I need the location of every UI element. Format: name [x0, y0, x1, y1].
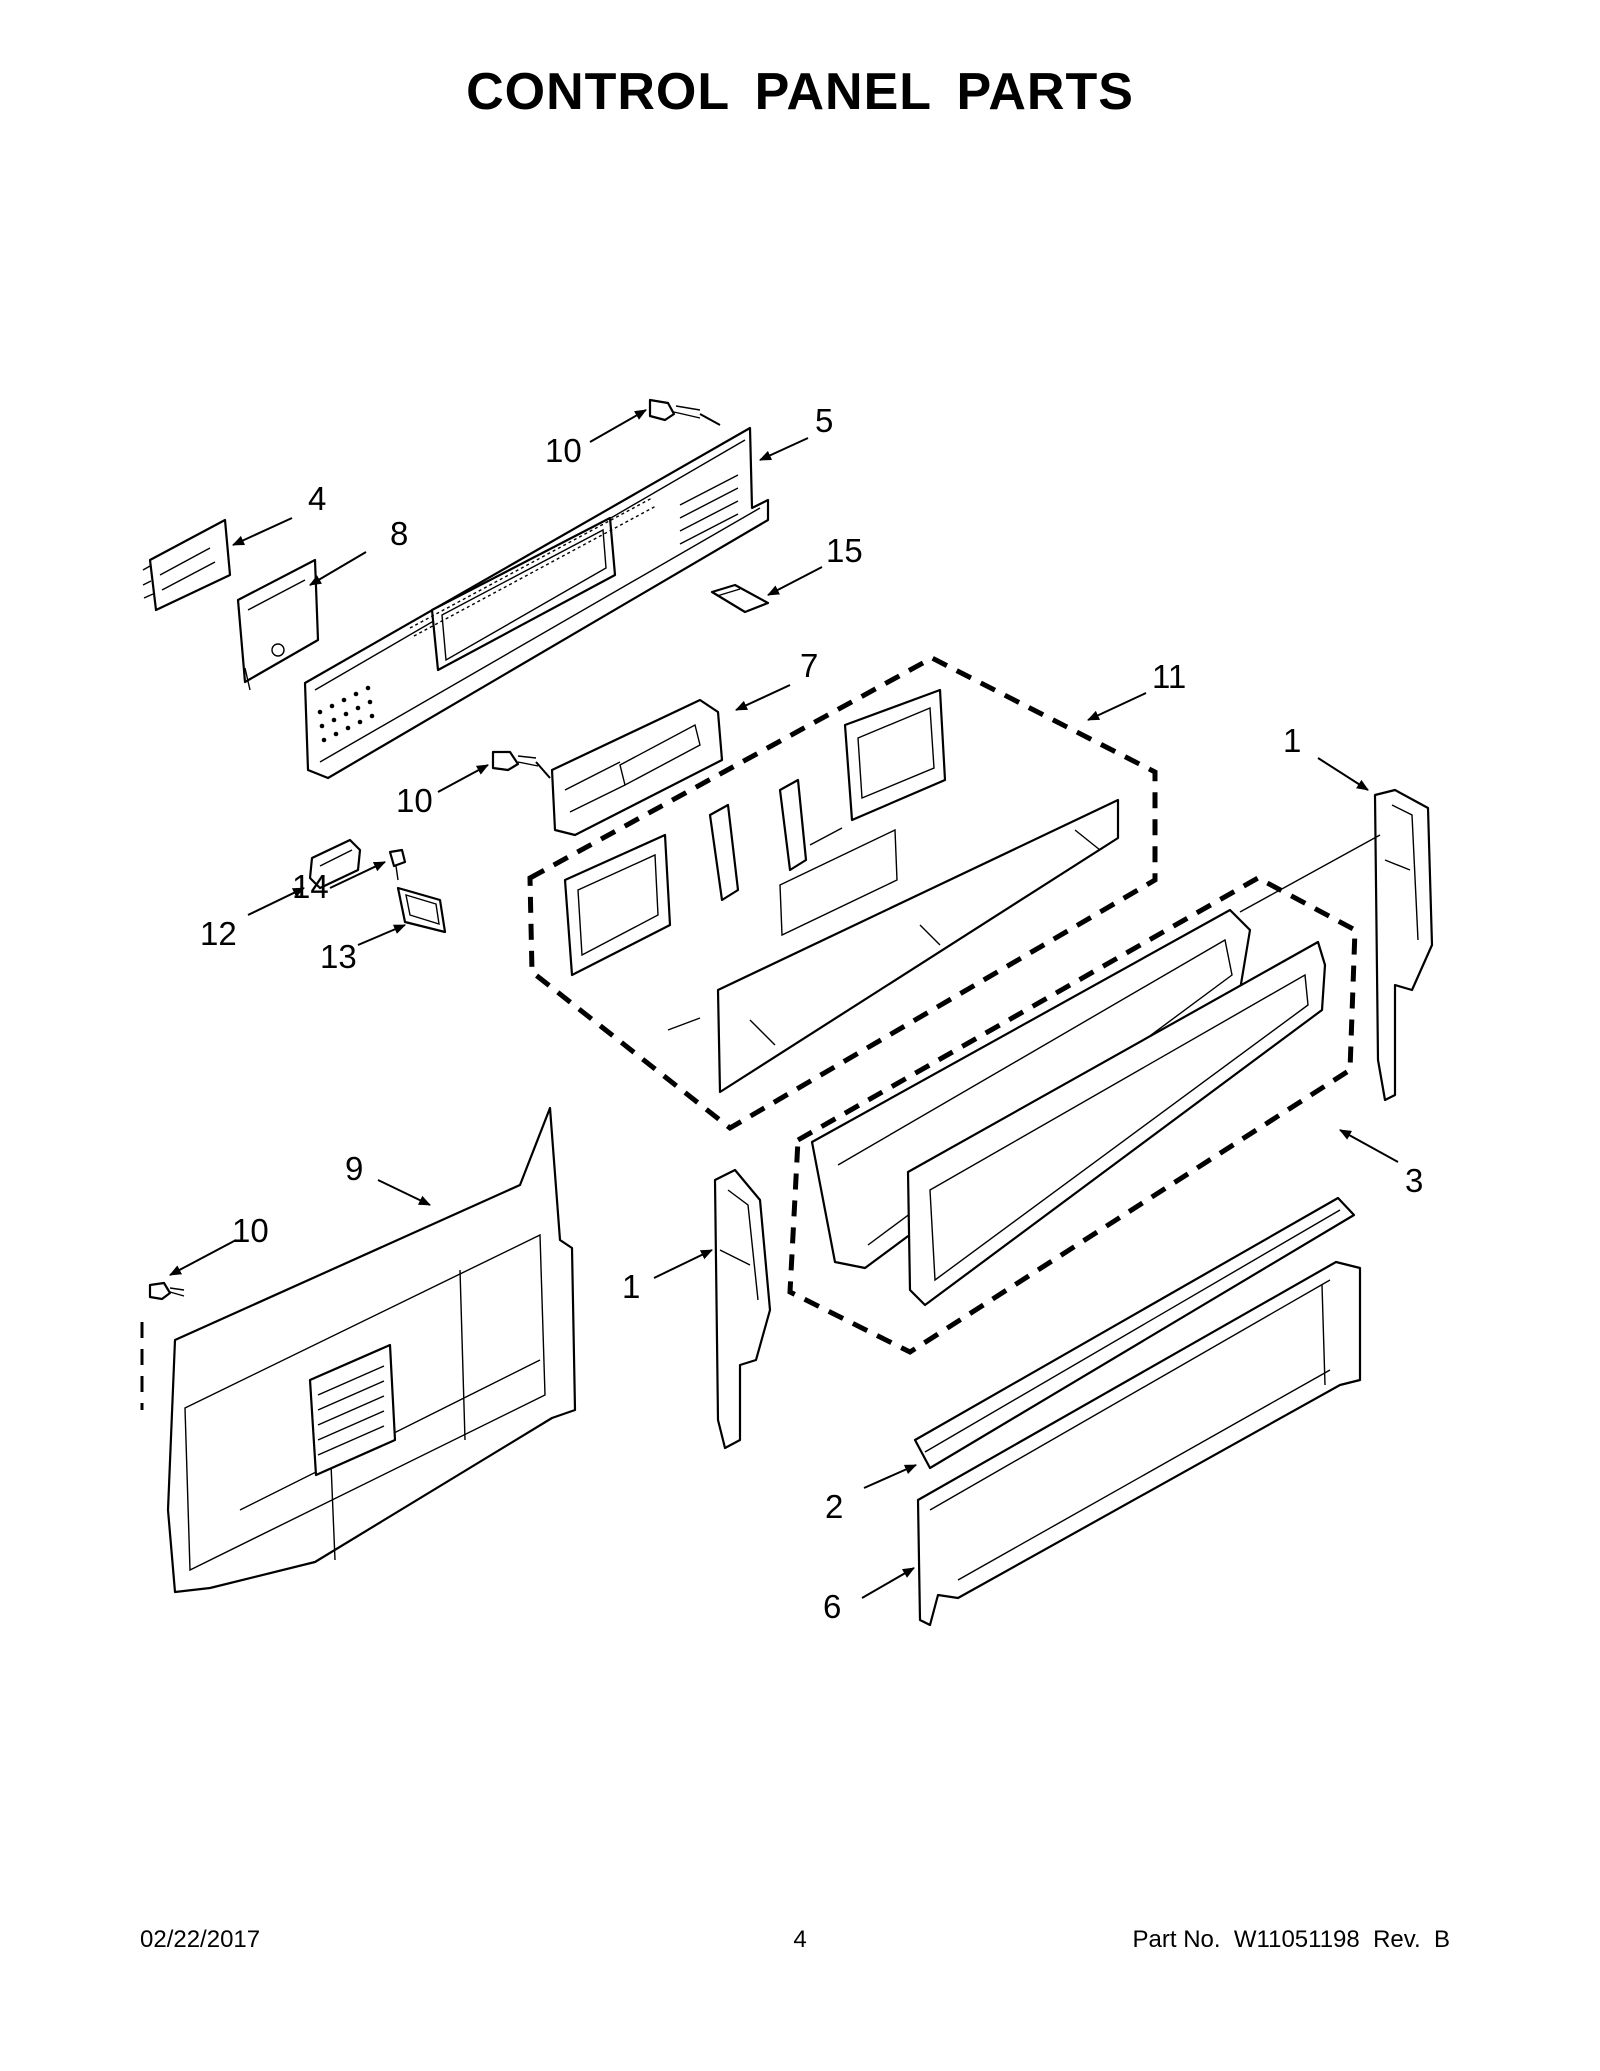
callout-1-left: 1 — [622, 1268, 640, 1305]
callout-12: 12 — [200, 915, 237, 952]
footer-page-number: 4 — [793, 1926, 807, 1953]
part-11-assembly-outline — [527, 655, 1158, 1132]
part-2-rail — [913, 1196, 1356, 1470]
part-10-screw-top — [648, 398, 721, 426]
callout-3: 3 — [1405, 1162, 1423, 1199]
callout-9: 9 — [345, 1150, 363, 1187]
part-13-bracket — [396, 886, 447, 934]
callout-7: 7 — [800, 647, 818, 684]
callout-5: 5 — [815, 402, 833, 439]
part-15-ribbon — [710, 583, 770, 614]
part-10-screw-mid — [491, 750, 551, 779]
part-1-side-bracket-right — [1373, 788, 1434, 1102]
part-1-side-bracket-left — [713, 1168, 772, 1450]
callout-10-top: 10 — [545, 432, 582, 469]
part-12-switch — [308, 838, 362, 890]
footer-date: 02/22/2017 — [140, 1926, 261, 1953]
part-3-assembly-outline — [787, 875, 1358, 1355]
callout-10-mid: 10 — [396, 782, 433, 819]
callout-11: 11 — [1152, 658, 1186, 695]
part-7-interface-board — [550, 698, 724, 837]
part-8-shield — [236, 558, 320, 691]
callout-6: 6 — [823, 1588, 841, 1625]
footer-part-number: Part No. W11051198 Rev. B — [1132, 1926, 1450, 1953]
page-title: CONTROL PANEL PARTS — [466, 63, 1134, 121]
part-9-rear-cover — [140, 1106, 577, 1594]
part-11-console — [563, 688, 1120, 1094]
callout-labels: 10 5 4 8 15 7 11 1 10 12 14 13 9 3 10 1 … — [200, 402, 1423, 1625]
part-4-control-board — [142, 518, 232, 612]
part-3-frame — [810, 908, 1327, 1307]
part-14-screw — [388, 848, 407, 881]
part-10-screw-left — [148, 1281, 185, 1301]
callout-2: 2 — [825, 1488, 843, 1525]
callout-14: 14 — [292, 868, 329, 905]
callout-4: 4 — [308, 480, 326, 517]
callout-15: 15 — [826, 532, 863, 569]
callout-13: 13 — [320, 938, 357, 975]
callout-10-left: 10 — [232, 1212, 269, 1249]
leader-arrows — [169, 409, 1399, 1599]
callout-8: 8 — [390, 515, 408, 552]
part-5-control-bracket — [303, 426, 770, 780]
part-6-bracket — [916, 1260, 1362, 1627]
callout-1-right: 1 — [1283, 722, 1301, 759]
